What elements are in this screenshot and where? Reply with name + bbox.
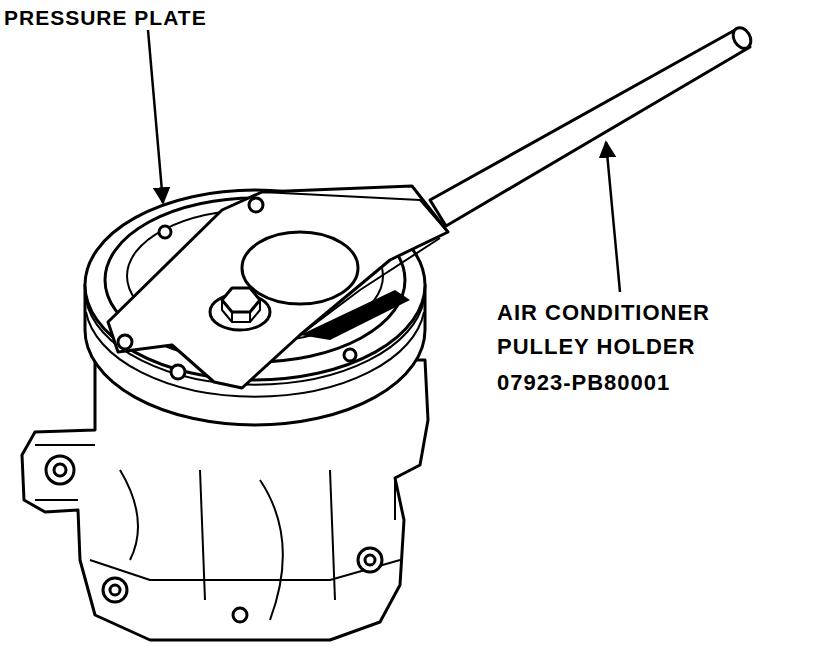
tool-pin — [118, 335, 132, 349]
leader-line — [606, 142, 620, 292]
tool-pin — [249, 198, 263, 212]
tool-handle-end — [730, 24, 755, 51]
bolt — [46, 456, 74, 484]
hub-nut-side — [222, 300, 260, 322]
hub-nut — [222, 288, 260, 312]
part-label: AIR CONDITIONER PULLEY HOLDER — [497, 296, 787, 364]
tool-plate — [108, 186, 448, 388]
leader-line — [148, 30, 163, 203]
bolt — [103, 578, 127, 602]
tool-slot — [242, 232, 358, 304]
plate-hole — [159, 226, 171, 238]
tool-handle — [430, 30, 750, 226]
part-label: PRESSURE PLATE — [4, 2, 304, 35]
bolt — [365, 555, 375, 565]
bolt — [358, 548, 382, 572]
tool-shadow — [300, 290, 410, 340]
tool-pin — [171, 365, 185, 379]
bolt — [54, 464, 66, 476]
plate-hole — [344, 349, 356, 361]
body-detail — [35, 445, 400, 620]
bolt — [110, 585, 120, 595]
bolt — [233, 608, 247, 622]
part-number: 07923-PB80001 — [497, 366, 787, 400]
